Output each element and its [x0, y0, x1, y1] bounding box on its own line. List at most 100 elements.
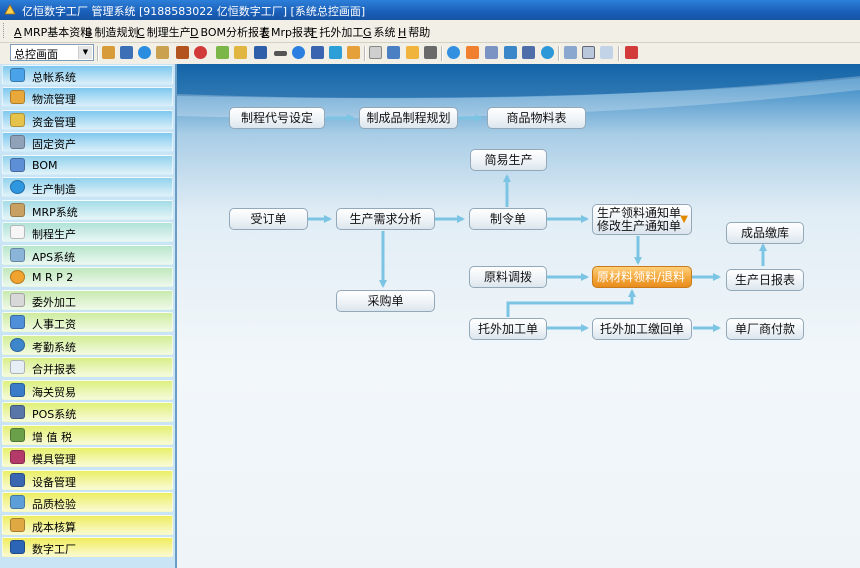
sidebar-item-fixed-assets[interactable]: 固定资产 [2, 132, 173, 152]
sound-icon[interactable] [466, 46, 479, 59]
globe-icon[interactable] [541, 46, 554, 59]
exit-icon[interactable] [625, 46, 638, 59]
node-material-transfer[interactable]: 原料调拨 [469, 266, 547, 288]
sidebar-item-customs-trade[interactable]: 海关贸易 [2, 380, 173, 400]
node-process-code[interactable]: 制程代号设定 [229, 107, 325, 129]
people-icon[interactable] [347, 46, 360, 59]
form-icon[interactable] [387, 46, 400, 59]
check-icon[interactable] [447, 46, 460, 59]
equipment-icon [10, 473, 25, 487]
sidebar-item-mrp[interactable]: MRP系统 [2, 200, 173, 220]
money-icon [10, 113, 25, 127]
document-icon[interactable] [369, 46, 382, 59]
help-icon[interactable] [292, 46, 305, 59]
toolbar-separator [618, 46, 620, 61]
toolbar: 总控画面 ▼ [0, 43, 860, 65]
issue-notice-line-2: 修改生产通知单 [597, 219, 682, 233]
node-sales-order[interactable]: 受订单 [229, 208, 308, 230]
screen-select[interactable]: 总控画面 ▼ [10, 44, 94, 61]
chevron-down-icon[interactable]: ▼ [78, 46, 92, 59]
grid-icon[interactable] [424, 46, 437, 59]
aps-icon [10, 248, 25, 262]
sidebar-item-mold[interactable]: 模具管理 [2, 447, 173, 467]
close-window-icon[interactable] [582, 46, 595, 59]
mrp2-icon [10, 270, 25, 284]
node-material-issue[interactable]: 原材料领料/退料 [592, 266, 692, 288]
lock-icon[interactable] [156, 46, 169, 59]
sidebar-item-aps[interactable]: APS系统 [2, 245, 173, 265]
node-daily-report[interactable]: 生产日报表 [726, 269, 804, 291]
clock-icon[interactable] [138, 46, 151, 59]
sidebar-item-bom[interactable]: BOM [2, 155, 173, 175]
production-icon [10, 180, 25, 194]
customs-icon [10, 383, 25, 397]
node-outsource-return[interactable]: 托外加工缴回单 [592, 318, 692, 340]
flow-arrows [308, 114, 767, 332]
users-icon[interactable] [216, 46, 229, 59]
tree-icon[interactable] [504, 46, 517, 59]
node-purchase-order[interactable]: 采购单 [336, 290, 435, 312]
sidebar-item-attendance[interactable]: 考勤系统 [2, 335, 173, 355]
calculator-icon[interactable] [311, 46, 324, 59]
ledger-icon [10, 68, 25, 82]
node-issue-notice[interactable]: 生产领料通知单 修改生产通知单 ▼ [592, 204, 692, 235]
sidebar-item-production[interactable]: 生产制造 [2, 177, 173, 197]
sidebar-item-process-production[interactable]: 制程生产 [2, 222, 173, 242]
sidebar-item-general-ledger[interactable]: 总帐系统 [2, 65, 173, 85]
key-icon[interactable] [274, 51, 287, 56]
material-issue-label: 原材料领料/退料 [597, 270, 686, 284]
node-work-order[interactable]: 制令单 [469, 208, 547, 230]
tool-icon[interactable] [102, 46, 115, 59]
monitor-icon[interactable] [522, 46, 535, 59]
sidebar-item-equipment[interactable]: 设备管理 [2, 470, 173, 490]
menu-grip [3, 23, 7, 38]
node-finished-receipt[interactable]: 成品缴库 [726, 222, 804, 244]
sidebar-item-pos[interactable]: POS系统 [2, 402, 173, 422]
title-bar: 亿恒数字工厂 管理系统 [9188583022 亿恒数字工厂] [系统总控画面] [0, 0, 860, 20]
restore-icon[interactable] [600, 46, 613, 59]
app-icon [4, 4, 16, 15]
record-icon[interactable] [194, 46, 207, 59]
logistics-icon [10, 90, 25, 104]
node-outsource-order[interactable]: 托外加工单 [469, 318, 547, 340]
sidebar-item-outsourcing[interactable]: 委外加工 [2, 290, 173, 310]
sidebar-item-quality[interactable]: 品质检验 [2, 492, 173, 512]
toolbar-separator [441, 46, 443, 61]
folder-icon[interactable] [234, 46, 247, 59]
attendance-icon [10, 338, 25, 352]
toolbar-separator [364, 46, 366, 61]
node-demand-analysis[interactable]: 生产需求分析 [336, 208, 435, 230]
cart-icon[interactable] [329, 46, 342, 59]
quality-icon [10, 495, 25, 509]
node-product-route[interactable]: 制成品制程规划 [359, 107, 458, 129]
pos-icon [10, 405, 25, 419]
page-icon[interactable] [485, 46, 498, 59]
chevron-down-icon[interactable]: ▼ [680, 214, 688, 225]
sidebar-item-consolidated-reports[interactable]: 合并报表 [2, 357, 173, 377]
sidebar-item-costing[interactable]: 成本核算 [2, 515, 173, 535]
sidebar-item-vat[interactable]: 增 值 税 [2, 425, 173, 445]
sidebar: 总帐系统 物流管理 资金管理 固定资产 BOM 生产制造 MRP系统 制程生产 … [0, 64, 177, 568]
sidebar-item-payroll[interactable]: 人事工资 [2, 312, 173, 332]
window-icon[interactable] [564, 46, 577, 59]
sidebar-item-funds[interactable]: 资金管理 [2, 110, 173, 130]
node-vendor-payment[interactable]: 单厂商付款 [726, 318, 804, 340]
window-title: 亿恒数字工厂 管理系统 [9188583022 亿恒数字工厂] [系统总控画面] [22, 5, 366, 18]
briefcase-icon[interactable] [176, 46, 189, 59]
node-item-master[interactable]: 商品物料表 [487, 107, 586, 129]
node-simple-production[interactable]: 简易生产 [470, 149, 547, 171]
save-icon[interactable] [120, 46, 133, 59]
sidebar-item-digital-factory[interactable]: 数字工厂 [2, 537, 173, 557]
sidebar-item-logistics[interactable]: 物流管理 [2, 87, 173, 107]
book-icon[interactable] [254, 46, 267, 59]
table-icon[interactable] [406, 46, 419, 59]
sidebar-item-mrp2[interactable]: M R P 2 [2, 267, 173, 287]
